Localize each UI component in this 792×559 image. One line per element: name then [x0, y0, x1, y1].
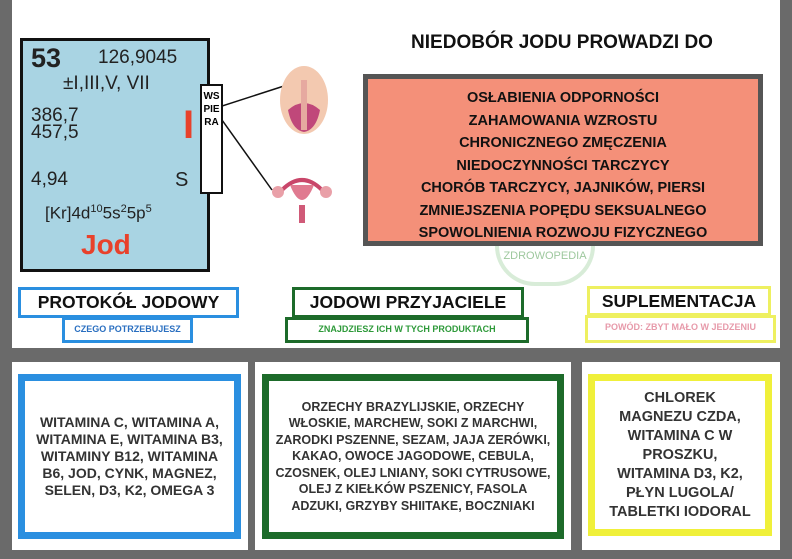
- protocol-content: WITAMINA C, WITAMINA A, WITAMINA E, WITA…: [18, 374, 241, 539]
- section-title-supplements: SUPLEMENTACJA: [587, 286, 771, 316]
- friends-content: ORZECHY BRAZYLIJSKIE, ORZECHY WŁOSKIE, M…: [262, 374, 564, 539]
- connector-line: [222, 85, 285, 107]
- periodic-element-card: 53 126,9045 ±I,III,V, VII 386,7 457,5 I …: [20, 38, 210, 272]
- element-name: Jod: [81, 229, 131, 260]
- section-title-friends: JODOWI PRZYJACIELE: [292, 287, 524, 318]
- atomic-number: 53: [31, 43, 62, 73]
- element-symbol: I: [183, 103, 195, 147]
- connector-line: [222, 119, 273, 191]
- effect-item: CHORÓB TARCZYCY, JAJNIKÓW, PIERSI: [420, 180, 706, 196]
- effect-item: SPOWOLNIENIA ROZWOJU FIZYCZNEGO: [418, 225, 708, 241]
- effect-item: ZAHAMOWANIA WZROSTU: [468, 112, 658, 129]
- supplements-content: CHLOREK MAGNEZU CZDA, WITAMINA C W PROSZ…: [588, 374, 772, 536]
- atomic-mass: 126,9045: [98, 47, 178, 68]
- page-title: NIEDOBÓR JODU PROWADZI DO: [411, 32, 713, 53]
- deficiency-effects-box: OSŁABIENIA ODPORNOŚCI ZAHAMOWANIA WZROST…: [363, 74, 763, 246]
- organ-illustrations: [222, 66, 332, 223]
- supports-label: WSPIERA: [200, 84, 223, 194]
- thyroid-icon: [280, 66, 328, 134]
- electron-configuration: [Kr]4d105s25p5: [45, 203, 152, 223]
- effect-item: NIEDOCZYNNOŚCI TARCZYCY: [456, 157, 670, 174]
- electronegativity: 4,94: [31, 169, 68, 190]
- section-subtitle-friends: ZNAJDZIESZ ICH W TYCH PRODUKTACH: [285, 317, 529, 343]
- section-subtitle-supplements: POWÓD: ZBYT MAŁO W JEDZENIU: [585, 315, 776, 343]
- effect-item: ZMNIEJSZENIA POPĘDU SEKSUALNEGO: [419, 202, 707, 219]
- ionization-energy-2: 457,5: [31, 122, 79, 143]
- effect-item: OSŁABIENIA ODPORNOŚCI: [466, 90, 659, 106]
- state: S: [175, 169, 189, 191]
- oxidation-states: ±I,III,V, VII: [63, 73, 150, 94]
- card-friends: [255, 362, 571, 550]
- effect-item: CHRONICZNEGO ZMĘCZENIA: [459, 135, 667, 151]
- ionization-energy-1: 386,7: [31, 105, 79, 126]
- uterus-icon: [272, 178, 332, 223]
- card-supplements: [582, 362, 780, 550]
- section-title-protocol: PROTOKÓŁ JODOWY: [18, 287, 239, 318]
- card-protocol: [12, 362, 248, 550]
- section-subtitle-protocol: CZEGO POTRZEBUJESZ: [62, 317, 193, 343]
